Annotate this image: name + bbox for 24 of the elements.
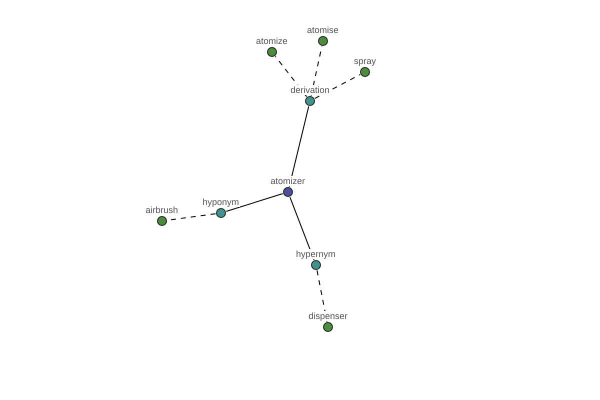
- term-node: [290, 85, 331, 106]
- term-label: airbrush: [144, 205, 180, 215]
- term-node: [202, 197, 240, 218]
- term-node: [144, 205, 180, 226]
- term-label: dispenser: [308, 311, 349, 321]
- term-node: [308, 311, 349, 332]
- term-label: spray: [353, 56, 378, 66]
- term-node: [255, 36, 289, 57]
- term-label: atomizer: [270, 176, 306, 186]
- term-label: hyponym: [202, 197, 240, 207]
- term-node: [295, 249, 337, 270]
- dashed-connector: [274, 56, 308, 98]
- connector: [288, 106, 310, 188]
- term-label: atomise: [306, 25, 340, 35]
- term-label: derivation: [290, 85, 331, 95]
- dashed-connector: [316, 270, 328, 322]
- term-node: [306, 25, 340, 46]
- dashed-connector: [314, 74, 361, 99]
- term-label: atomize: [255, 36, 289, 46]
- connector: [226, 193, 284, 212]
- term-node: [353, 56, 378, 77]
- term-label: hypernym: [295, 249, 337, 259]
- dashed-connector: [310, 46, 322, 96]
- term-node: [270, 176, 306, 197]
